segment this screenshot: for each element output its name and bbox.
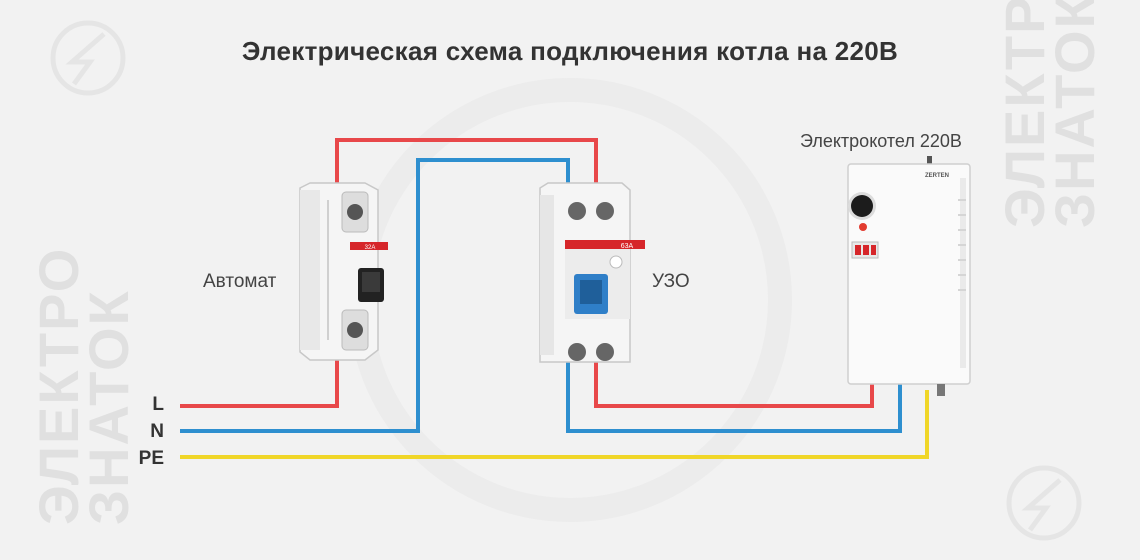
- wire-label-PE: PE: [138, 448, 164, 469]
- wire-L-out: [594, 360, 874, 408]
- automat-rating: 32А: [365, 245, 376, 251]
- uzo-rcd: 63А: [539, 182, 645, 363]
- wire-N-in: [180, 158, 570, 433]
- wire-L-in: [180, 138, 598, 408]
- electric-boiler: ZERTEN: [847, 156, 971, 396]
- automat-breaker: 32А: [299, 182, 388, 361]
- logo-watermark-top-left: [50, 20, 126, 96]
- wire-label-L: L: [152, 394, 164, 415]
- automat-label: Автомат: [203, 271, 277, 292]
- wire-PE: [180, 390, 929, 459]
- uzo-label: УЗО: [652, 271, 690, 292]
- logo-watermark-bottom-right: [1006, 465, 1082, 541]
- uzo-rating: 63А: [621, 243, 634, 250]
- wire-label-N: N: [150, 421, 164, 442]
- boiler-label: Электрокотел 220В: [800, 131, 962, 151]
- boiler-brand: ZERTEN: [925, 173, 949, 179]
- page-title: Электрическая схема подключения котла на…: [241, 36, 899, 66]
- wire-N-out: [566, 360, 902, 433]
